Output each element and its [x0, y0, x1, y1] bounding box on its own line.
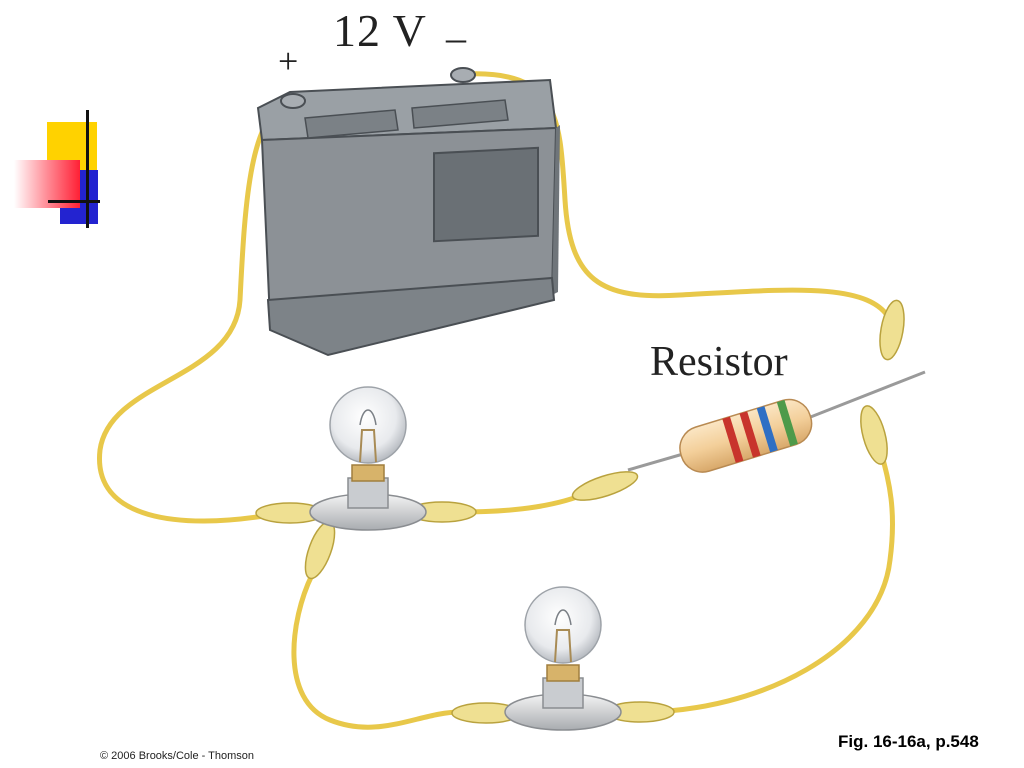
figure-caption: Fig. 16-16a, p.548	[838, 732, 979, 751]
clip-bulb1-bottom	[304, 520, 336, 580]
battery-voltage-label: 12 V	[333, 5, 427, 56]
resistor-band-blue	[756, 406, 778, 453]
alligator-clips	[255, 299, 905, 724]
resistor-label: Resistor	[650, 339, 788, 385]
light-bulb-2	[504, 586, 622, 731]
resistor-band-green	[776, 399, 798, 447]
light-bulb-1	[309, 386, 427, 531]
positive-terminal-label: +	[278, 41, 299, 81]
decorative-horizontal-line	[48, 200, 100, 203]
decorative-vertical-line	[86, 110, 89, 228]
wire-bulb2-to-resistor	[637, 437, 895, 715]
resistor	[627, 370, 926, 473]
wire-bulb1-to-resistor	[457, 489, 593, 515]
wire-battery-positive-to-bulb1	[97, 97, 296, 524]
resistor-band-red-1	[722, 416, 744, 463]
clip-resistor-left	[571, 471, 639, 501]
resistor-band-red-2	[739, 411, 761, 458]
copyright-text: © 2006 Brooks/Cole - Thomson	[100, 750, 255, 762]
negative-terminal-label: –	[446, 15, 466, 60]
clip-resistor-right-top	[879, 299, 905, 361]
clip-resistor-right-bottom	[860, 405, 888, 465]
wire-bulb1-to-bulb2	[291, 572, 463, 730]
battery	[256, 67, 560, 357]
